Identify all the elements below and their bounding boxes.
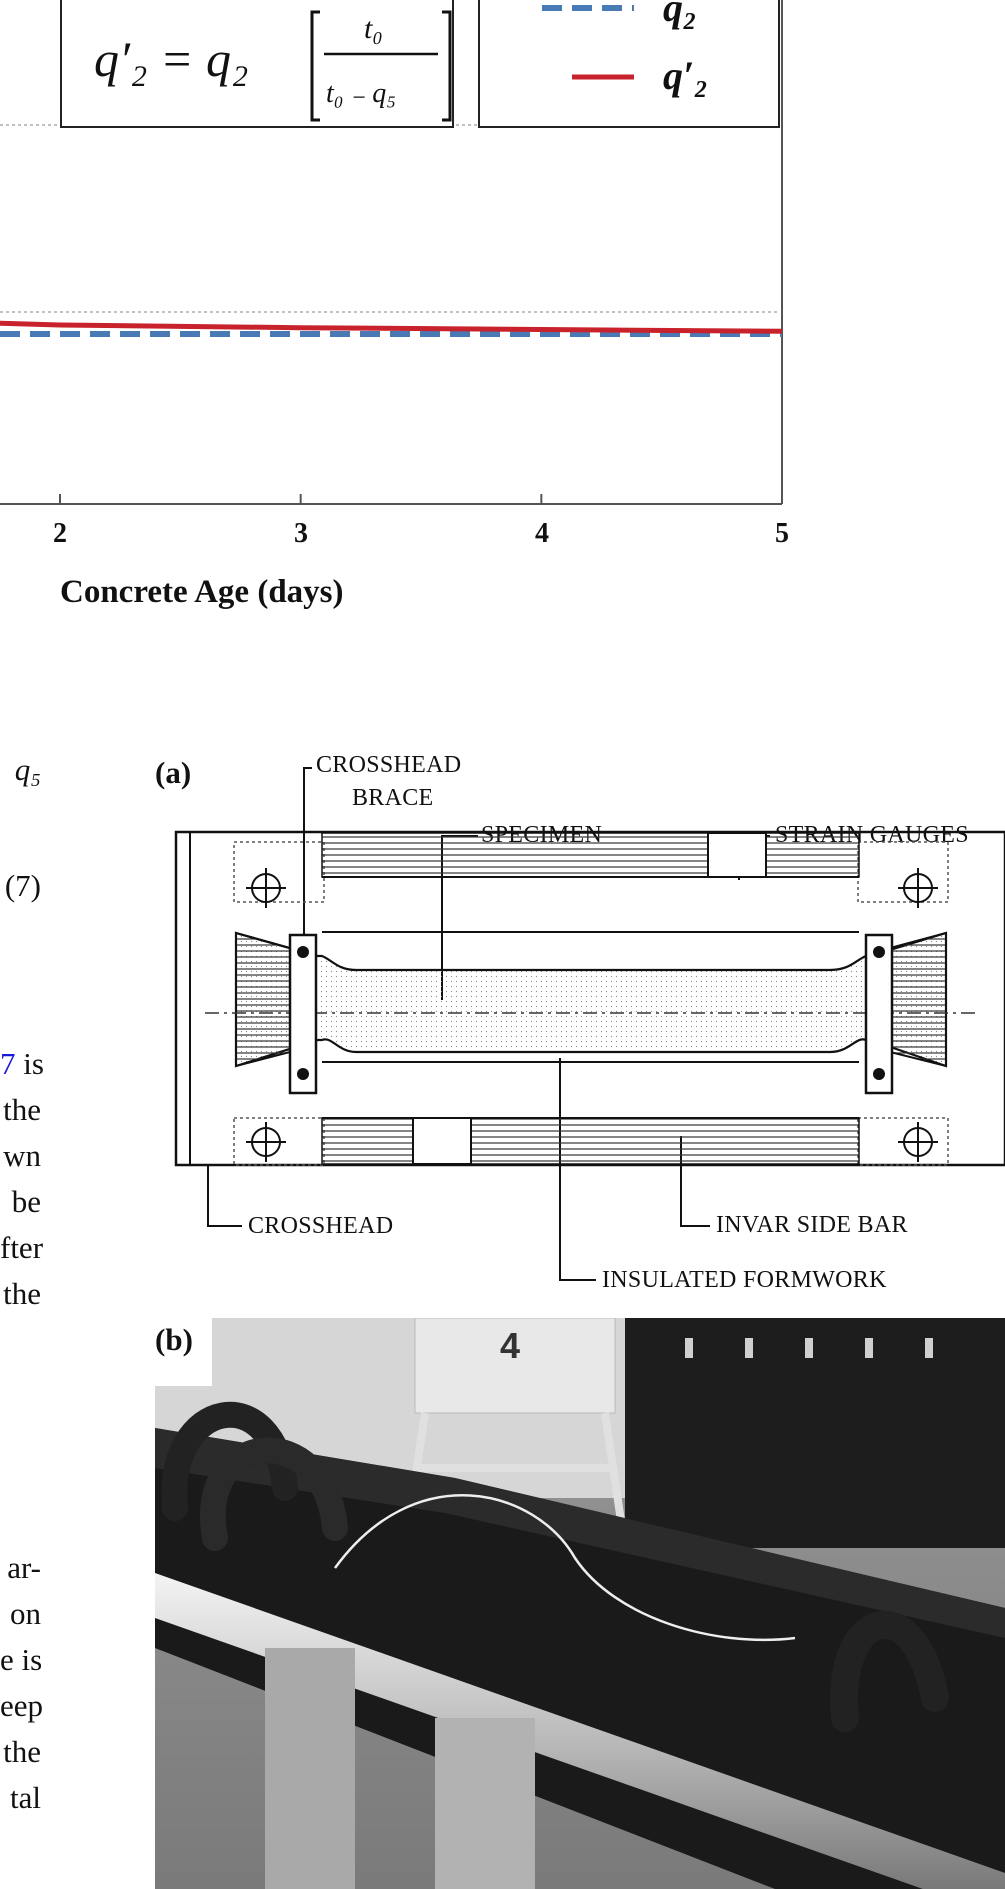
photo-mold-top (155, 1428, 1005, 1638)
photo-illustration: 4 (155, 1318, 1005, 1889)
invar-bar-bottom (321, 1117, 860, 1165)
crosshair-tl (246, 868, 286, 908)
text-fragment-wn: wn (3, 1138, 41, 1173)
photo-stand-box (414, 1318, 616, 1414)
photo-pipe (155, 1573, 1005, 1889)
brace-right (864, 933, 894, 1095)
figure-a-panel-label: (a) (155, 755, 192, 790)
brace-right-bolt-bottom (873, 1068, 885, 1080)
brace-right-bolt-top (873, 946, 885, 958)
crosshair-bl (246, 1122, 286, 1162)
photo-mold (155, 1428, 1005, 1889)
text-fragment-be: be (11, 1184, 41, 1219)
formula-denominator: t₀ ₋ q₅ (326, 78, 396, 109)
photo-support-mid (435, 1718, 535, 1889)
text-fragment-eq7: (7) (4, 868, 41, 903)
photo-black-box (625, 1318, 1005, 1548)
corner-box-tr (857, 841, 949, 903)
corner-box-bl (233, 1117, 325, 1166)
leader-strain-gauges (738, 835, 770, 880)
formula-svg: q′₂ = q₂ t₀ t₀ ₋ q₅ (94, 10, 452, 122)
photo-box-handles (685, 1338, 933, 1358)
text-fragment-tal: tal (10, 1780, 41, 1815)
x-tick-label-3: 3 (294, 518, 308, 549)
strain-gauge-top (707, 832, 767, 878)
crosshead-left (235, 931, 291, 1068)
brace-left (288, 933, 318, 1095)
x-axis-label: Concrete Age (days) (60, 574, 344, 610)
legend-box: q₂ q′₂ (478, 0, 780, 128)
formula-lhs: q′₂ = q₂ (94, 31, 248, 87)
leader-crosshead-brace (303, 767, 312, 990)
text-fragment-ar: ar- (7, 1550, 41, 1585)
text-fragment-eep: eep (0, 1688, 44, 1723)
text-fragment-the-3: the (3, 1734, 41, 1769)
formula-numerator: t₀ (364, 12, 383, 45)
formula-box: q′₂ = q₂ t₀ t₀ ₋ q₅ (60, 0, 454, 128)
label-insulated-formwork: INSULATED FORMWORK (602, 1267, 887, 1293)
text-fragment-the-2: the (3, 1276, 41, 1311)
label-invar-side-bar: INVAR SIDE BAR (716, 1212, 908, 1238)
crosshair-br (898, 1122, 938, 1162)
photo-hose-2 (200, 1437, 348, 1551)
label-specimen: SPECIMEN (481, 822, 603, 848)
text-is: is (15, 1046, 44, 1081)
photo-support-left (265, 1648, 355, 1889)
leader-specimen (441, 835, 478, 1000)
x-tick-label-2: 2 (53, 518, 67, 549)
label-crosshead: CROSSHEAD (248, 1213, 394, 1239)
text-fragment-7is: 7 is (0, 1046, 44, 1082)
leader-formwork (559, 1058, 596, 1281)
specimen-shape (234, 931, 948, 1068)
legend-label-q2-prime: q′₂ (663, 53, 709, 98)
text-fragment-eis: e is (0, 1642, 43, 1677)
crosshair-tr (898, 868, 938, 908)
label-crosshead-brace-line2: BRACE (352, 785, 434, 811)
brace-left-bolt-bottom (297, 1068, 309, 1080)
photo-hose-3 (830, 1610, 949, 1732)
photo-stand-number: 4 (500, 1325, 520, 1366)
text-fragment-q5: q₅ (14, 752, 41, 787)
frame-outer (174, 830, 1005, 1167)
label-strain-gauges: STRAIN GAUGES (775, 822, 969, 848)
link-7[interactable]: 7 (0, 1046, 16, 1081)
text-fragment-on: on (10, 1596, 41, 1631)
legend-svg (542, 5, 634, 80)
text-fragment-the-1: the (3, 1092, 41, 1127)
leader-crosshead (207, 1166, 242, 1227)
chart-region: q′₂ = q₂ t₀ t₀ ₋ q₅ q₂ q′₂ 2 3 4 5 Concr… (0, 0, 1005, 640)
legend-label-q2: q₂ (663, 0, 697, 30)
figure-b-label-bg (150, 1318, 212, 1386)
series-line-q2-prime (0, 320, 783, 334)
leader-invar (680, 1136, 710, 1227)
figure-b-panel-label: (b) (155, 1322, 193, 1357)
label-crosshead-brace-line1: CROSSHEAD (316, 752, 462, 778)
strain-gauge-bottom (412, 1117, 472, 1165)
text-fragment-fter: fter (0, 1230, 44, 1265)
corner-box-tl (233, 841, 325, 903)
formula-bracket-right (442, 10, 452, 122)
corner-box-br (857, 1117, 949, 1166)
formula-bracket-left (310, 10, 320, 122)
crosshead-right (889, 931, 947, 1068)
chart-plot (0, 0, 783, 505)
figure-b-photo: 4 (155, 1318, 1005, 1889)
photo-wire (333, 1494, 796, 1642)
x-tick-label-4: 4 (535, 518, 549, 549)
brace-left-bolt-top (297, 946, 309, 958)
x-tick-label-5: 5 (775, 518, 789, 549)
